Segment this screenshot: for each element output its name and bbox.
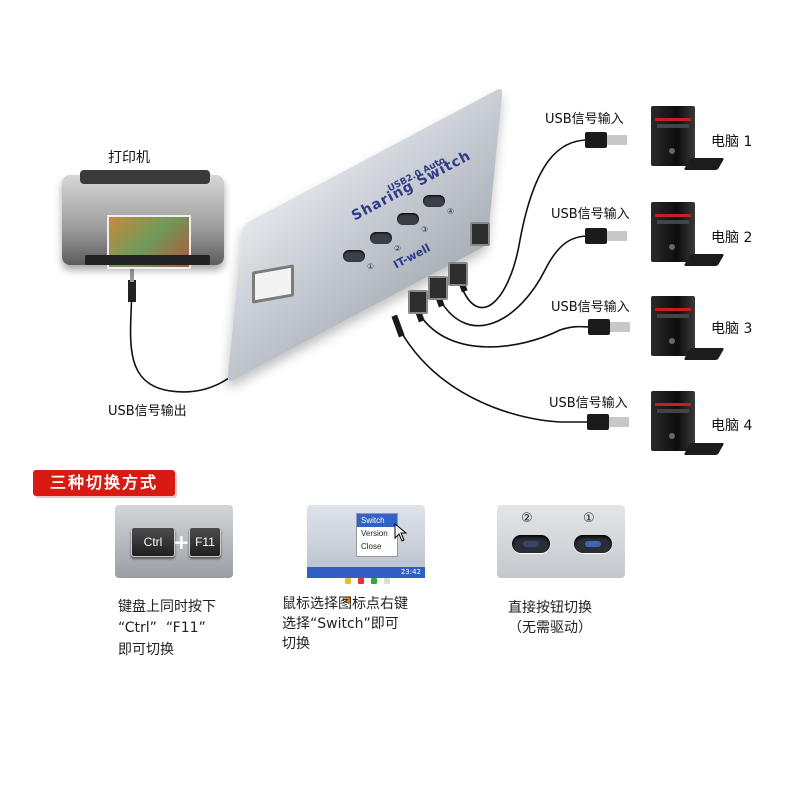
usb-b-port-2 bbox=[448, 262, 468, 286]
menu-item-switch[interactable]: Switch bbox=[357, 514, 397, 527]
system-tray-icons bbox=[345, 569, 395, 603]
computer-tower bbox=[651, 202, 695, 262]
keyboard bbox=[683, 443, 725, 455]
computer-tower bbox=[651, 296, 695, 356]
pc2-usb-plug bbox=[585, 228, 627, 244]
plus-sign: + bbox=[173, 530, 190, 554]
pc2-cable bbox=[439, 235, 589, 327]
switch-button-2-number: ② bbox=[394, 244, 402, 253]
pc3-cable bbox=[419, 314, 591, 348]
computer-tower bbox=[651, 106, 695, 166]
b-plug-4 bbox=[391, 314, 405, 338]
switch-button-1[interactable] bbox=[343, 250, 365, 262]
keyboard-method-line-3: 即可切换 bbox=[118, 642, 174, 658]
tray-app-icon bbox=[358, 578, 365, 584]
switch-button-3[interactable] bbox=[397, 213, 419, 225]
switch-button-4[interactable] bbox=[423, 195, 445, 207]
tray-context-menu: Switch Version Close bbox=[356, 513, 398, 557]
pc3-usb-plug bbox=[588, 319, 630, 335]
printer-usb-plug bbox=[128, 268, 136, 302]
keyboard-method-line-2: “Ctrl” “F11” bbox=[118, 620, 206, 636]
hw-button-number-1: ① bbox=[583, 511, 595, 526]
pc1-usb-plug bbox=[585, 132, 627, 148]
usb-input-label-4: USB信号输入 bbox=[549, 396, 628, 411]
switch-button-4-number: ④ bbox=[447, 207, 455, 216]
tray-app-icon bbox=[384, 578, 391, 584]
taskbar-clock: 23:42 bbox=[400, 568, 421, 576]
menu-item-close[interactable]: Close bbox=[361, 542, 382, 551]
printer-top bbox=[80, 170, 210, 184]
mouse-method-line-2: 选择“Switch”即可 bbox=[282, 616, 399, 632]
hw-button-number-2: ② bbox=[521, 511, 533, 526]
printer-label: 打印机 bbox=[108, 150, 150, 166]
computer-4-label: 电脑 4 bbox=[711, 418, 753, 434]
usb-input-label-2: USB信号输入 bbox=[551, 207, 630, 222]
keyboard bbox=[683, 348, 725, 360]
keyboard bbox=[683, 254, 725, 266]
printer-tray bbox=[85, 255, 210, 265]
computer-3-label: 电脑 3 bbox=[711, 321, 753, 337]
pc4-cable bbox=[399, 329, 590, 423]
usb-output-label: USB信号输出 bbox=[108, 404, 187, 419]
keyboard-method-line-1: 键盘上同时按下 bbox=[118, 599, 216, 615]
computer-1-label: 电脑 1 bbox=[711, 134, 753, 150]
pc1-cable bbox=[461, 139, 589, 309]
mouse-method-line-3: 切换 bbox=[282, 636, 310, 652]
keyboard bbox=[683, 158, 725, 170]
button-method-line-1: 直接按钮切换 bbox=[508, 600, 592, 616]
usb-input-label-3: USB信号输入 bbox=[551, 300, 630, 315]
usb-b-port-3 bbox=[428, 276, 448, 300]
ctrl-key: Ctrl bbox=[131, 527, 175, 557]
tray-app-icon bbox=[371, 578, 378, 584]
switch-button-2[interactable] bbox=[370, 232, 392, 244]
computer-2-label: 电脑 2 bbox=[711, 230, 753, 246]
tray-switch-icon[interactable] bbox=[345, 578, 351, 584]
hw-switch-button-2[interactable] bbox=[512, 535, 550, 553]
methods-title: 三种切换方式 bbox=[33, 470, 175, 496]
pc4-usb-plug bbox=[587, 414, 629, 430]
button-method-line-2: （无需驱动） bbox=[508, 620, 592, 636]
hw-switch-button-1[interactable] bbox=[574, 535, 612, 553]
switch-button-3-number: ③ bbox=[421, 225, 429, 234]
f11-key: F11 bbox=[189, 527, 221, 557]
tray-app-icon bbox=[345, 597, 351, 603]
mouse-method-line-1: 鼠标选择图标点右键 bbox=[282, 596, 408, 612]
switch-button-1-number: ① bbox=[367, 262, 375, 271]
mouse-cursor-icon bbox=[394, 523, 408, 542]
taskbar: 23:42 bbox=[307, 567, 425, 578]
usb-b-port-4 bbox=[408, 290, 428, 314]
usb-b-port-1 bbox=[470, 222, 490, 246]
usb-input-label-1: USB信号输入 bbox=[545, 112, 624, 127]
computer-tower bbox=[651, 391, 695, 451]
menu-item-version[interactable]: Version bbox=[361, 529, 388, 538]
